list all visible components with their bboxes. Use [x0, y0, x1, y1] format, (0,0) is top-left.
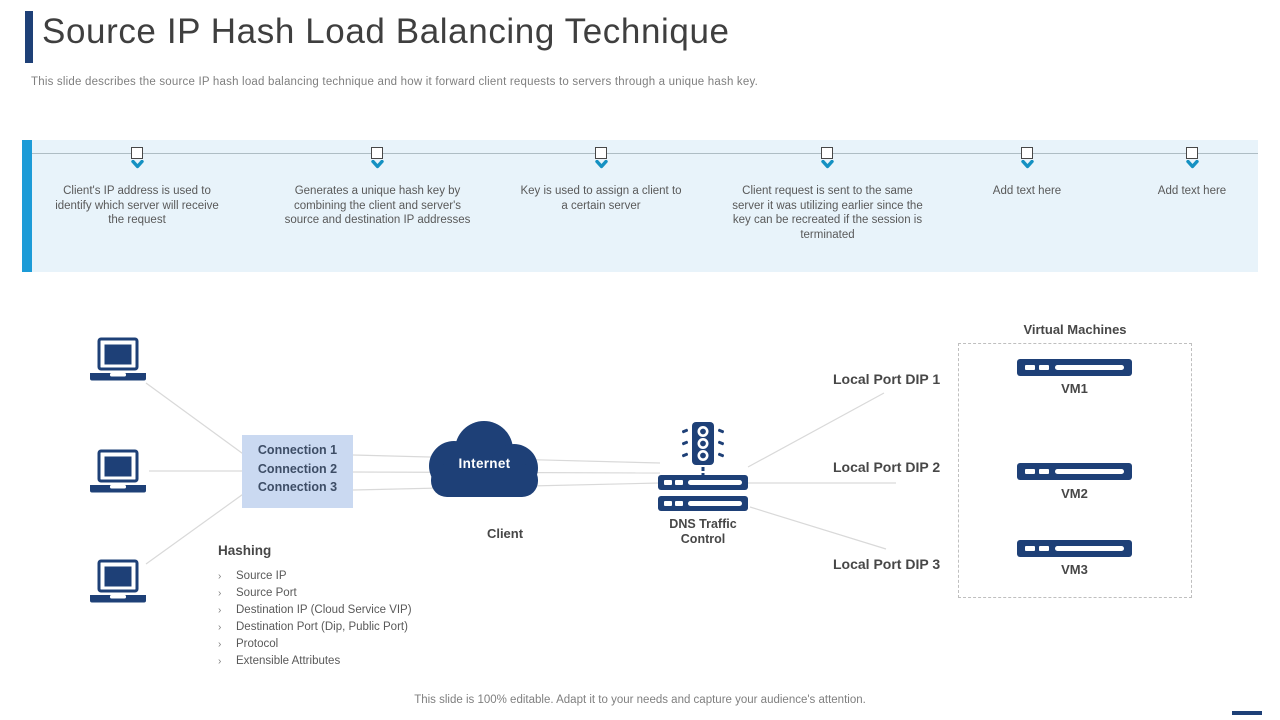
timeline-node-marker	[1021, 147, 1033, 159]
hashing-list-item: ›Extensible Attributes	[218, 653, 412, 670]
server-rack-icon	[658, 475, 748, 490]
hashing-list-item: ›Destination Port (Dip, Public Port)	[218, 619, 412, 636]
chevron-down-icon	[131, 160, 144, 169]
timeline-node-marker	[1186, 147, 1198, 159]
timeline-node-marker	[595, 147, 607, 159]
hashing-list-item: ›Source IP	[218, 568, 412, 585]
timeline-step-placeholder[interactable]: Add text here	[1157, 185, 1227, 197]
laptop-icon	[90, 337, 146, 381]
local-port-dip-label: Local Port DIP 3	[833, 556, 941, 572]
virtual-machines-title: Virtual Machines	[1023, 322, 1127, 337]
timeline-node-marker	[131, 147, 143, 159]
connection-row: Connection 1	[257, 443, 338, 457]
timeline-step-text: Key is used to assign a client to a cert…	[520, 185, 682, 212]
client-label: Client	[486, 526, 524, 541]
connection-row: Connection 2	[257, 461, 338, 476]
title-accent-bar	[25, 11, 33, 63]
internet-label: Internet	[458, 456, 511, 471]
page-subtitle: This slide describes the source IP hash …	[31, 76, 758, 88]
timeline-step-text: Generates a unique hash key by combining…	[284, 185, 471, 226]
hashing-list: ›Source IP ›Source Port ›Destination IP …	[218, 568, 412, 670]
connection-box: Connection 1 Connection 2 Connection 3	[242, 435, 353, 508]
vm-server-icon	[1017, 359, 1132, 376]
traffic-light-icon	[681, 422, 725, 477]
bullet-icon: ›	[218, 571, 222, 582]
server-rack-icon	[658, 496, 748, 511]
chevron-down-icon	[1186, 160, 1199, 169]
dns-traffic-control-label: DNS Traffic Control	[669, 517, 737, 546]
timeline-node-marker	[821, 147, 833, 159]
timeline-step-text: Client request is sent to the same serve…	[732, 185, 923, 241]
laptop-icon	[90, 449, 146, 493]
bullet-icon: ›	[218, 656, 222, 667]
vm-label: VM2	[1061, 486, 1088, 501]
hashing-title: Hashing	[218, 543, 272, 558]
corner-accent-dash	[1232, 711, 1262, 715]
hashing-list-item: ›Source Port	[218, 585, 412, 602]
chevron-down-icon	[595, 160, 608, 169]
bullet-icon: ›	[218, 588, 222, 599]
vm-label: VM3	[1061, 562, 1088, 577]
timeline-step-text: Client's IP address is used to identify …	[55, 185, 219, 226]
virtual-machines-group-box	[958, 343, 1192, 598]
process-timeline-panel: Client's IP address is used to identify …	[22, 140, 1258, 272]
page-title: Source IP Hash Load Balancing Technique	[42, 12, 730, 51]
vm-server-icon	[1017, 463, 1132, 480]
timeline-step-placeholder[interactable]: Add text here	[992, 185, 1062, 197]
footer-note: This slide is 100% editable. Adapt it to…	[414, 694, 866, 706]
vm-server-icon	[1017, 540, 1132, 557]
hashing-list-item: ›Destination IP (Cloud Service VIP)	[218, 602, 412, 619]
laptop-icon	[90, 559, 146, 603]
bullet-icon: ›	[218, 639, 222, 650]
bullet-icon: ›	[218, 622, 222, 633]
chevron-down-icon	[371, 160, 384, 169]
local-port-dip-label: Local Port DIP 1	[833, 371, 941, 387]
hashing-list-item: ›Protocol	[218, 636, 412, 653]
connection-row: Connection 3	[257, 480, 338, 494]
cloud-icon	[429, 421, 538, 497]
timeline-axis-line	[32, 153, 1258, 154]
local-port-dip-label: Local Port DIP 2	[833, 459, 941, 475]
chevron-down-icon	[1021, 160, 1034, 169]
timeline-node-marker	[371, 147, 383, 159]
bullet-icon: ›	[218, 605, 222, 616]
panel-accent-bar	[22, 140, 32, 272]
vm-label: VM1	[1061, 381, 1088, 396]
internet-cloud: Internet	[418, 416, 551, 509]
chevron-down-icon	[821, 160, 834, 169]
